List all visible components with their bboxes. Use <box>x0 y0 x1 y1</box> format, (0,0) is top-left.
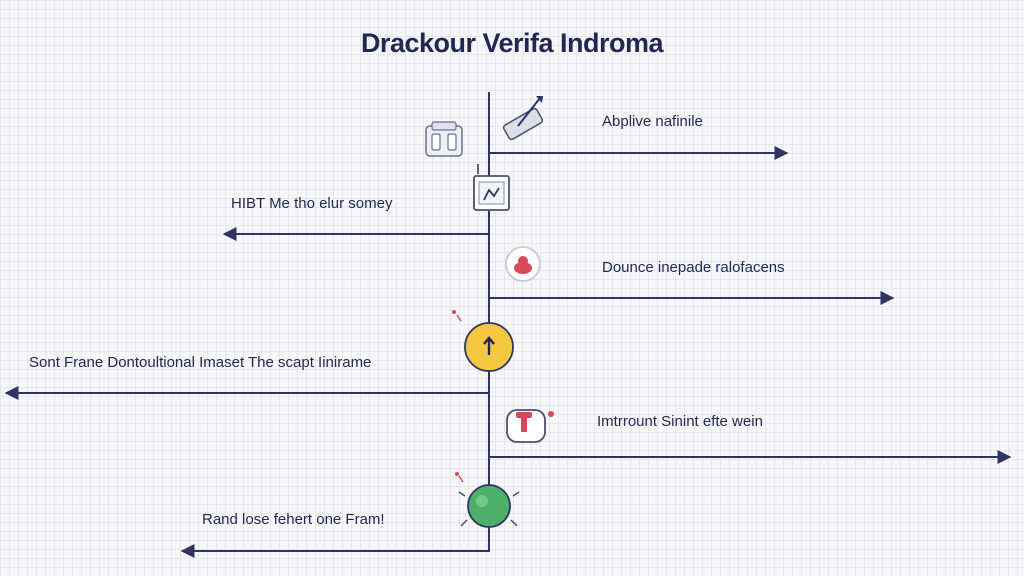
up-arrow-circle-icon <box>452 310 514 372</box>
green-ball-icon <box>455 472 520 528</box>
step-label-2: HIBT Me tho elur somey <box>231 195 393 212</box>
step-label-3: Dounce inepade ralofacens <box>602 259 785 276</box>
frame-icon <box>473 164 510 211</box>
pink-blob-icon <box>505 246 541 282</box>
stamp-icon <box>506 409 554 443</box>
step-label-4: Sont Frane Dontoultional Imaset The scap… <box>29 354 372 371</box>
cabinet-icon <box>425 121 463 157</box>
step-label-1: Abplive nafinile <box>602 113 703 130</box>
pencil-icon <box>502 96 544 141</box>
step-label-5: Imtrrount Sinint efte wein <box>597 413 763 430</box>
diagram-title: Drackour Verifa Indroma <box>360 28 664 58</box>
step-label-6: Rand lose fehert one Fram! <box>202 511 385 528</box>
